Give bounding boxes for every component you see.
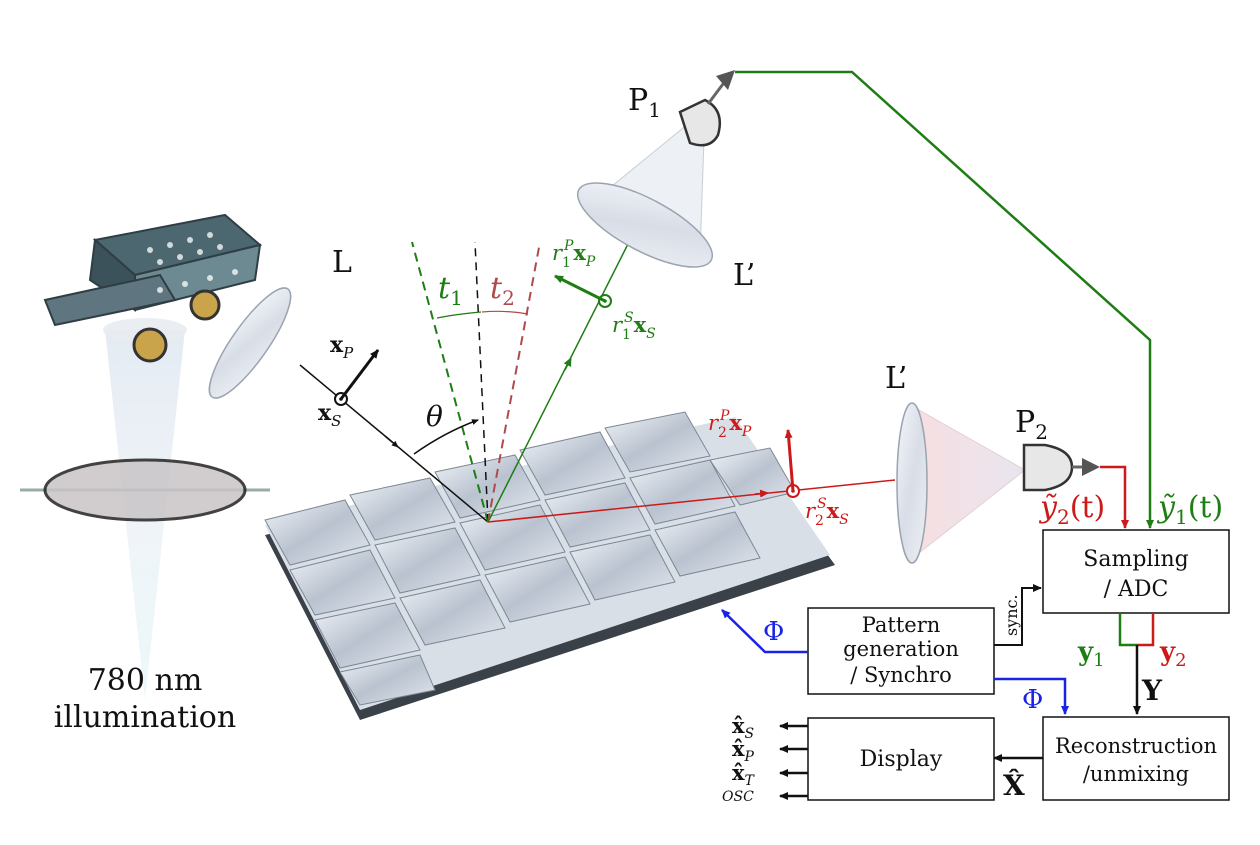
reconstruction-block: Reconstruction /unmixing bbox=[1042, 716, 1230, 801]
phi-dmd-label: Φ bbox=[763, 617, 784, 647]
reflected-beam-1 bbox=[487, 239, 631, 523]
output-xP-label: x̂P bbox=[732, 736, 755, 765]
signal-y2-wire bbox=[1100, 465, 1129, 529]
svg-text:Pattern: Pattern bbox=[862, 613, 941, 637]
output-xS-label: x̂S bbox=[732, 713, 754, 742]
svg-text:Display: Display bbox=[860, 747, 943, 772]
P1-label: P1 bbox=[628, 83, 661, 122]
theta-label: θ bbox=[426, 400, 443, 433]
collection-lens-right bbox=[896, 402, 1026, 564]
phi-to-reconstruction-wire bbox=[994, 677, 1069, 715]
incident-S-label: xS bbox=[318, 400, 341, 430]
svg-text:/unmixing: /unmixing bbox=[1083, 762, 1189, 786]
svg-text:/ Synchro: / Synchro bbox=[850, 663, 952, 687]
r1S-label: r1SxS bbox=[612, 310, 656, 343]
y1t-label: ỹ1(t) bbox=[1156, 490, 1223, 529]
P2-label: P2 bbox=[1015, 405, 1048, 444]
Y-label: Y bbox=[1141, 674, 1163, 707]
y1-label: y1 bbox=[1077, 637, 1105, 671]
xhat-label: X̂ bbox=[1003, 769, 1025, 802]
display-outputs bbox=[779, 722, 808, 800]
svg-text:generation: generation bbox=[843, 637, 959, 661]
signal-y1-wire bbox=[735, 70, 1154, 529]
sync-wire bbox=[994, 584, 1042, 646]
t2-label: t2 bbox=[490, 271, 515, 310]
lens-L-label: L bbox=[332, 245, 352, 280]
y2t-label: ỹ2(t) bbox=[1038, 490, 1105, 529]
illumination-label-line2: illumination bbox=[54, 700, 236, 735]
illumination-label-line1: 780 nm bbox=[88, 663, 203, 698]
output-xT-label: x̂T bbox=[732, 760, 756, 789]
r2P-label: r2PxP bbox=[708, 408, 752, 441]
t1-label: t1 bbox=[438, 271, 463, 310]
sampling-outputs bbox=[1118, 613, 1155, 715]
svg-text:/ ADC: / ADC bbox=[1104, 577, 1169, 602]
detector-P2 bbox=[1022, 443, 1100, 492]
illumination-lens bbox=[20, 458, 270, 522]
display-block: Display bbox=[807, 717, 995, 801]
output-osc-label: OSC bbox=[722, 789, 754, 805]
sync-label: sync. bbox=[1002, 594, 1021, 636]
detector-P1 bbox=[678, 70, 735, 147]
r1P-label: r1PxP bbox=[552, 238, 596, 271]
lens-L-prime-top-label: L’ bbox=[733, 258, 755, 293]
lens-L-prime-right-label: L’ bbox=[885, 361, 907, 396]
angle-construction bbox=[411, 241, 541, 523]
y2-label: y2 bbox=[1159, 637, 1187, 671]
incident-P-label: xP bbox=[330, 332, 354, 362]
reflected-beam-2 bbox=[487, 429, 896, 523]
object-toy-vehicle bbox=[43, 213, 263, 363]
pattern-generation-block: Pattern generation / Synchro bbox=[807, 607, 995, 695]
dmd-mirror-tiles bbox=[264, 411, 796, 706]
svg-text:Reconstruction: Reconstruction bbox=[1055, 734, 1217, 758]
phi-recon-label: Φ bbox=[1022, 685, 1043, 715]
svg-text:Sampling: Sampling bbox=[1083, 547, 1188, 572]
lens-L bbox=[208, 287, 292, 399]
collection-lens-top bbox=[576, 108, 714, 268]
r2S-label: r2SxS bbox=[805, 496, 849, 529]
phi-to-dmd-wire bbox=[721, 609, 808, 654]
sampling-adc-block: Sampling / ADC bbox=[1042, 529, 1230, 614]
incident-beam bbox=[299, 349, 489, 523]
